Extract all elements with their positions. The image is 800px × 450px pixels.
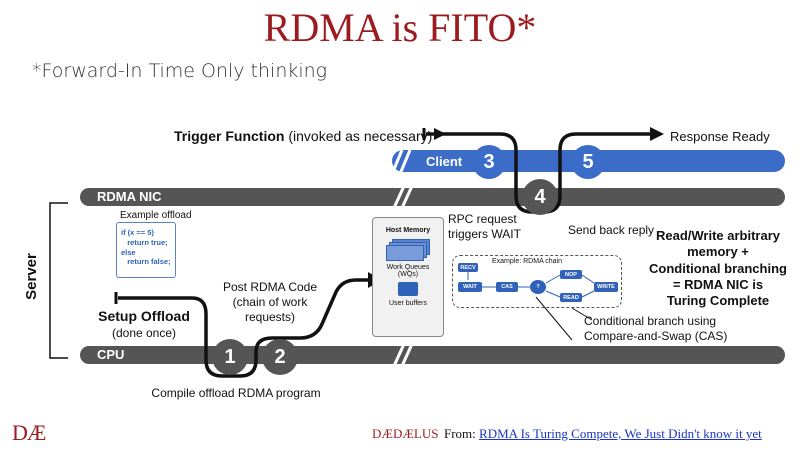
read-to-write-arrow	[581, 290, 595, 298]
setup-offload-note: (done once)	[111, 325, 177, 340]
cas-pointer-line	[571, 307, 593, 321]
cpu-break-slash-2	[400, 343, 414, 367]
chain-node-read: READ	[560, 293, 582, 302]
example-offload-heading: Example offload	[120, 210, 192, 221]
branch-to-read-arrow	[545, 290, 561, 298]
trigger-start-arrowhead	[434, 128, 446, 140]
nic-break-slash-2	[400, 185, 414, 209]
chain-node-cas: CAS	[496, 282, 518, 292]
work-queues-label: Work Queues (WQs)	[386, 264, 430, 278]
source-from: From:	[444, 426, 480, 441]
response-ready-label: Response Ready	[670, 129, 770, 144]
step-2-circle: 2	[262, 339, 298, 375]
client-label: Client	[426, 154, 463, 169]
server-label: Server	[22, 253, 40, 300]
host-memory-heading: Host Memory	[385, 227, 431, 234]
cpu-break-slash-1	[392, 343, 406, 367]
server-bracket	[49, 202, 68, 359]
step-3-circle: 3	[472, 145, 506, 179]
daedalus-brand: DÆDÆLUS	[372, 426, 439, 441]
trigger-function-bold: Trigger Function	[174, 128, 285, 144]
cpu-label: CPU	[97, 347, 125, 362]
source-citation: From: RDMA Is Turing Compete, We Just Di…	[444, 426, 762, 442]
work-queue-stack-icon	[386, 239, 430, 261]
step-5-circle: 5	[571, 145, 605, 179]
send-back-reply-label: Send back reply	[568, 223, 655, 237]
post-rdma-code-label: Post RDMA Code (chain of work requests)	[222, 280, 318, 324]
trigger-end-arrowhead	[650, 127, 664, 141]
chain-node-branch: ?	[530, 280, 546, 294]
page-subtitle: *Forward-In Time Only thinking	[32, 60, 328, 82]
step-4-circle: 4	[522, 179, 558, 215]
page-title: RDMA is FITO*	[263, 5, 537, 50]
turing-complete-conclusion: Read/Write arbitrary memory + Conditiona…	[649, 228, 787, 308]
client-break-slash-2	[398, 149, 412, 175]
nop-to-write-arrow	[581, 274, 595, 284]
chain-arrows	[467, 272, 595, 298]
chain-node-wait: WAIT	[458, 282, 482, 292]
setup-flow-line	[118, 278, 368, 378]
conditional-branch-label: Conditional branch using Compare-and-Swa…	[584, 314, 728, 343]
trigger-function-label: Trigger Function (invoked as necessary)	[174, 128, 432, 144]
host-memory-box: Host Memory Work Queues (WQs) User buffe…	[372, 217, 444, 337]
rdma-nic-label: RDMA NIC	[97, 189, 162, 204]
source-link[interactable]: RDMA Is Turing Compete, We Just Didn't k…	[479, 426, 762, 441]
rdma-chain-label: Example: RDMA chain	[492, 258, 563, 265]
setup-offload-bold: Setup Offload	[98, 308, 190, 324]
chain-node-write: WRITE	[594, 282, 618, 292]
client-break-slash-1	[390, 149, 404, 175]
time-break-slashes	[390, 149, 414, 367]
user-buffer-icon	[398, 282, 418, 296]
compile-label: Compile offload RDMA program	[151, 386, 321, 400]
daedalus-logo: DÆ	[12, 420, 46, 445]
trigger-function-note: (invoked as necessary)	[284, 128, 433, 144]
setup-offload-label: Setup Offload (done once)	[88, 308, 200, 341]
chain-node-nop: NOP	[560, 270, 582, 279]
rdma-chain-box	[452, 255, 622, 308]
step-1-circle: 1	[212, 339, 248, 375]
nic-break-slash-1	[392, 185, 406, 209]
rpc-request-label: RPC request triggers WAIT	[448, 212, 521, 241]
branch-pointer-line	[535, 296, 573, 341]
user-buffers-label: User buffers	[389, 300, 427, 307]
example-offload-code: if (x == 5) return true; else return fal…	[116, 222, 176, 278]
chain-node-recv: RECV	[458, 263, 478, 272]
rdma-nic-bar	[80, 188, 785, 206]
branch-to-nop-arrow	[545, 274, 561, 284]
